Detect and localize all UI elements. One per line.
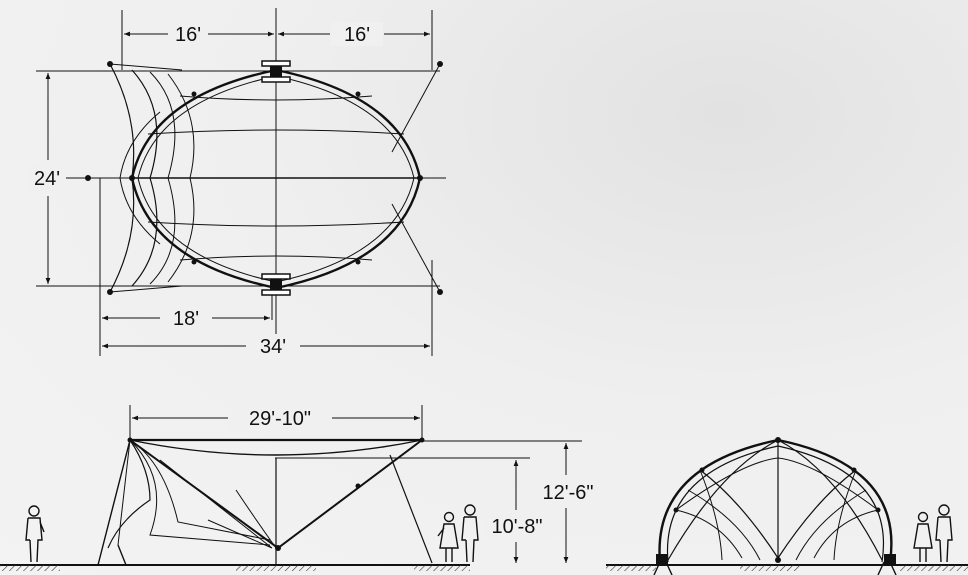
front-dome	[653, 438, 897, 575]
plan-pole-bases	[261, 60, 291, 296]
plan-dim-height: 24'	[34, 168, 60, 190]
plan-shell	[88, 63, 446, 293]
plan-anchor-points	[85, 61, 443, 295]
plan-view: 16' 16' 24' 18' 34'	[30, 8, 446, 358]
side-shell	[97, 438, 433, 566]
plan-dim-bottom-overall: 34'	[260, 336, 286, 358]
side-elevation: 29'-10" 12'-6" 10'-8"	[0, 405, 602, 571]
plan-dim-top-right: 16'	[344, 24, 370, 46]
plan-dim-top-left: 16'	[175, 24, 201, 46]
side-dim-inner-height: 10'-8"	[492, 516, 543, 538]
person-figure-left	[25, 505, 45, 563]
side-dimension-lines	[129, 405, 582, 563]
front-ground	[606, 564, 968, 571]
front-elevation	[606, 437, 968, 575]
plan-dimension-lines	[36, 8, 440, 356]
side-dim-span: 29'-10"	[249, 408, 311, 430]
side-ground	[0, 564, 470, 571]
person-figures-front	[913, 504, 953, 563]
person-figures-right	[437, 504, 479, 563]
side-dim-overall-height: 12'-6"	[543, 482, 594, 504]
plan-dim-bottom-inner: 18'	[173, 308, 199, 330]
